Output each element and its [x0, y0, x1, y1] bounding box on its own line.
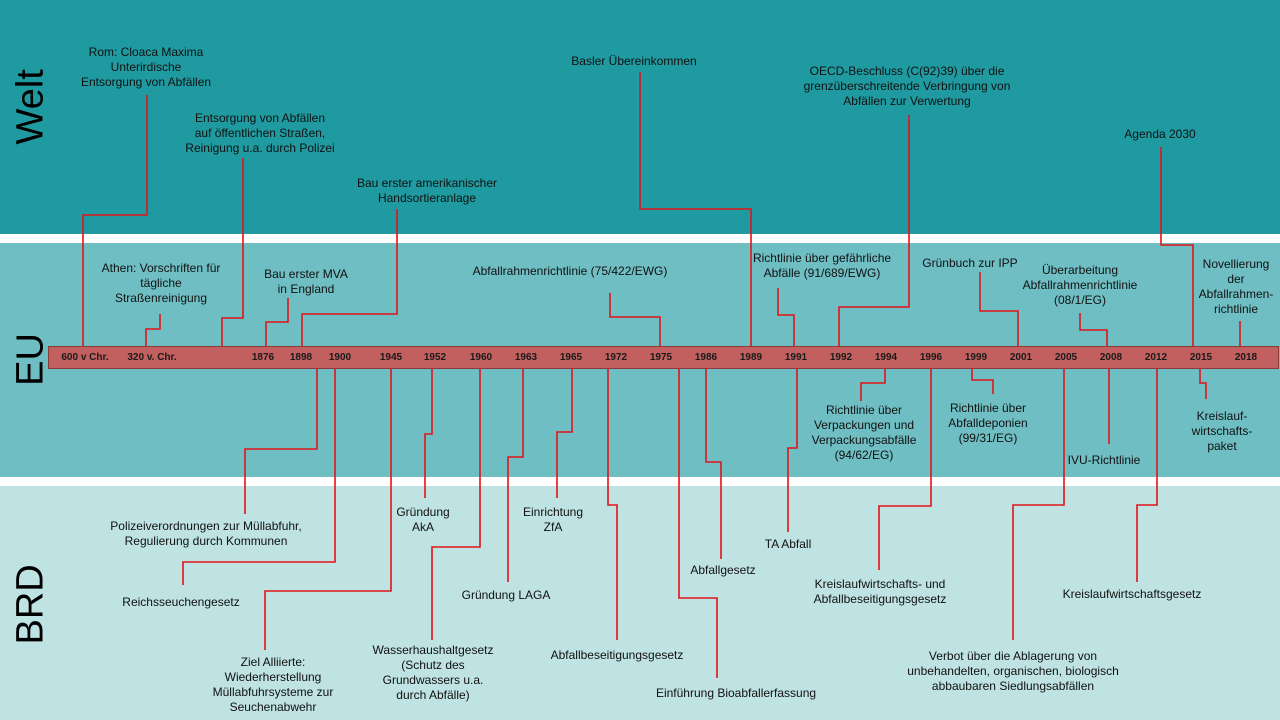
year-label: 2005 [1054, 352, 1078, 363]
connector-line [639, 72, 752, 347]
year-label: 1952 [423, 352, 447, 363]
event-hazardous-waste-directive: Richtlinie über gefährliche Abfälle (91/… [752, 251, 892, 280]
year-label: 1965 [559, 352, 583, 363]
connector-line [424, 369, 433, 498]
connector-line [1012, 369, 1065, 640]
year-label: 1975 [649, 352, 673, 363]
event-waste-disposal-act: Abfallbeseitigungsgesetz [550, 648, 684, 662]
event-athens-street-cleaning: Athen: Vorschriften für tägliche Straßen… [101, 261, 221, 305]
event-framework-amendment-2018: Novellierung der Abfallrahmen- richtlini… [1198, 257, 1274, 316]
event-circular-economy-waste-act: Kreislaufwirtschafts- und Abfallbeseitig… [813, 577, 947, 606]
connector-line [787, 369, 798, 532]
year-label: 1963 [514, 352, 538, 363]
event-landfill-ban: Verbot über die Ablagerung von unbehande… [907, 649, 1119, 693]
year-label: 2012 [1144, 352, 1168, 363]
connector-line [431, 369, 481, 640]
event-oecd-decision: OECD-Beschluss (C(92)39) über die grenzü… [803, 64, 1011, 108]
connector-line [507, 369, 524, 582]
connector-line [1136, 369, 1158, 582]
connector-line [705, 369, 722, 559]
year-label: 1994 [874, 352, 898, 363]
year-label: 1986 [694, 352, 718, 363]
event-landfill-directive: Richtlinie über Abfalldeponien (99/31/EG… [948, 401, 1028, 445]
connector-line [301, 209, 398, 347]
year-label: 1960 [469, 352, 493, 363]
connector-line [1160, 147, 1194, 347]
timeline-bar [48, 346, 1279, 369]
event-american-sorting-plant: Bau erster amerikanischer Handsortieranl… [356, 176, 498, 205]
connector-line [244, 369, 318, 514]
year-label: 1989 [739, 352, 763, 363]
connector-line [860, 369, 886, 401]
connector-line [678, 369, 718, 678]
year-label: 1945 [379, 352, 403, 363]
event-framework-revision-2008: Überarbeitung Abfallrahmenrichtlinie (08… [1022, 263, 1138, 307]
event-packaging-directive: Richtlinie über Verpackungen und Verpack… [811, 403, 917, 462]
event-reich-epidemic-law: Reichsseuchengesetz [122, 595, 240, 609]
event-circular-economy-package: Kreislauf- wirtschafts- paket [1191, 409, 1253, 453]
event-waste-framework-directive-1975: Abfallrahmenrichtlinie (75/422/EWG) [472, 264, 668, 278]
event-ta-abfall: TA Abfall [764, 537, 812, 551]
event-founding-laga: Gründung LAGA [461, 588, 551, 602]
brd-zone [0, 486, 1280, 720]
year-label: 2008 [1099, 352, 1123, 363]
event-organic-waste-collection: Einführung Bioabfallerfassung [655, 686, 817, 700]
connector-line [878, 369, 932, 570]
event-green-paper-ipp: Grünbuch zur IPP [922, 256, 1018, 270]
event-founding-aka: Gründung AkA [396, 505, 450, 534]
connector-line [1079, 313, 1108, 347]
connector-line [838, 115, 910, 347]
year-label: 600 v Chr. [61, 352, 109, 363]
year-label: 1898 [289, 352, 313, 363]
connector-line [609, 293, 661, 347]
event-basel-convention: Basler Übereinkommen [571, 54, 697, 68]
year-label: 320 v. Chr. [127, 352, 177, 363]
event-first-incinerator-england: Bau erster MVA in England [264, 267, 348, 296]
connector-line [1199, 369, 1207, 399]
event-agenda-2030: Agenda 2030 [1124, 127, 1196, 141]
connector-line [145, 314, 161, 347]
connector-line [265, 298, 289, 347]
connector-line [971, 369, 994, 394]
year-label: 2018 [1234, 352, 1258, 363]
year-label: 1876 [251, 352, 275, 363]
year-label: 1999 [964, 352, 988, 363]
year-label: 2015 [1189, 352, 1213, 363]
event-allied-goal: Ziel Alliierte: Wiederherstellung Müllab… [212, 655, 334, 714]
event-circular-economy-act: Kreislaufwirtschaftsgesetz [1062, 587, 1202, 601]
year-label: 1996 [919, 352, 943, 363]
connector-line [182, 369, 336, 585]
event-water-management-act: Wasserhaushaltgesetz (Schutz des Grundwa… [372, 643, 494, 702]
connector-line [979, 272, 1019, 347]
year-label: 1992 [829, 352, 853, 363]
event-street-cleaning-police: Entsorgung von Abfällen auf öffentlichen… [185, 111, 335, 155]
event-police-ordinances: Polizeiverordnungen zur Müllabfuhr, Regu… [110, 519, 302, 548]
year-label: 2001 [1009, 352, 1033, 363]
connector-line [607, 369, 618, 640]
year-label: 1972 [604, 352, 628, 363]
event-zfa: Einrichtung ZfA [522, 505, 584, 534]
connector-line [264, 369, 392, 650]
year-label: 1900 [328, 352, 352, 363]
event-waste-act: Abfallgesetz [690, 563, 756, 577]
connector-line [82, 95, 148, 347]
connector-line [556, 369, 573, 498]
year-label: 1991 [784, 352, 808, 363]
event-cloaca-maxima: Rom: Cloaca Maxima Unterirdische Entsorg… [80, 45, 212, 89]
connector-line [777, 288, 795, 347]
connector-line [221, 158, 244, 347]
event-ippc-directive: IVU-Richtlinie [1067, 453, 1141, 467]
